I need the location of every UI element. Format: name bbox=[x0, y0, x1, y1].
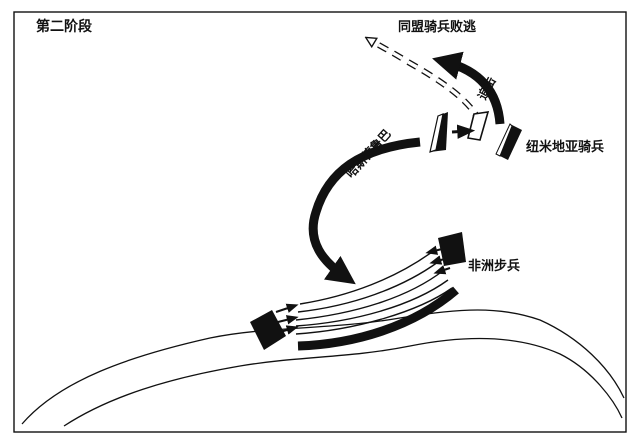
african-infantry-block-left bbox=[250, 310, 286, 350]
roman-infantry-lines bbox=[295, 251, 453, 335]
hasdrubal-attack-arrow bbox=[308, 137, 421, 285]
map-border bbox=[13, 11, 627, 433]
allied-cavalry-flees-label: 同盟骑兵败逃 bbox=[398, 20, 477, 35]
hasdrubal-cavalry-unit-light bbox=[429, 113, 444, 153]
numidian-cavalry-label: 纽米地亚骑兵 bbox=[526, 140, 605, 155]
cavalry-engagement-arrow bbox=[451, 124, 476, 139]
fleeing-route-arrow bbox=[370, 40, 482, 123]
river-bank-lower-line bbox=[63, 337, 623, 427]
allied-cavalry-unit bbox=[467, 111, 490, 141]
african-infantry-block-right bbox=[438, 232, 466, 266]
numidian-cavalry-unit-light bbox=[495, 123, 513, 157]
fleeing-route-outline bbox=[368, 37, 483, 124]
carthaginian-centre-line bbox=[297, 286, 459, 351]
african-infantry-label: 非洲步兵 bbox=[468, 259, 521, 274]
river-bank-upper-line bbox=[21, 309, 625, 425]
stage-title: 第二阶段 bbox=[36, 19, 92, 35]
pursuit-arrow bbox=[432, 51, 505, 125]
